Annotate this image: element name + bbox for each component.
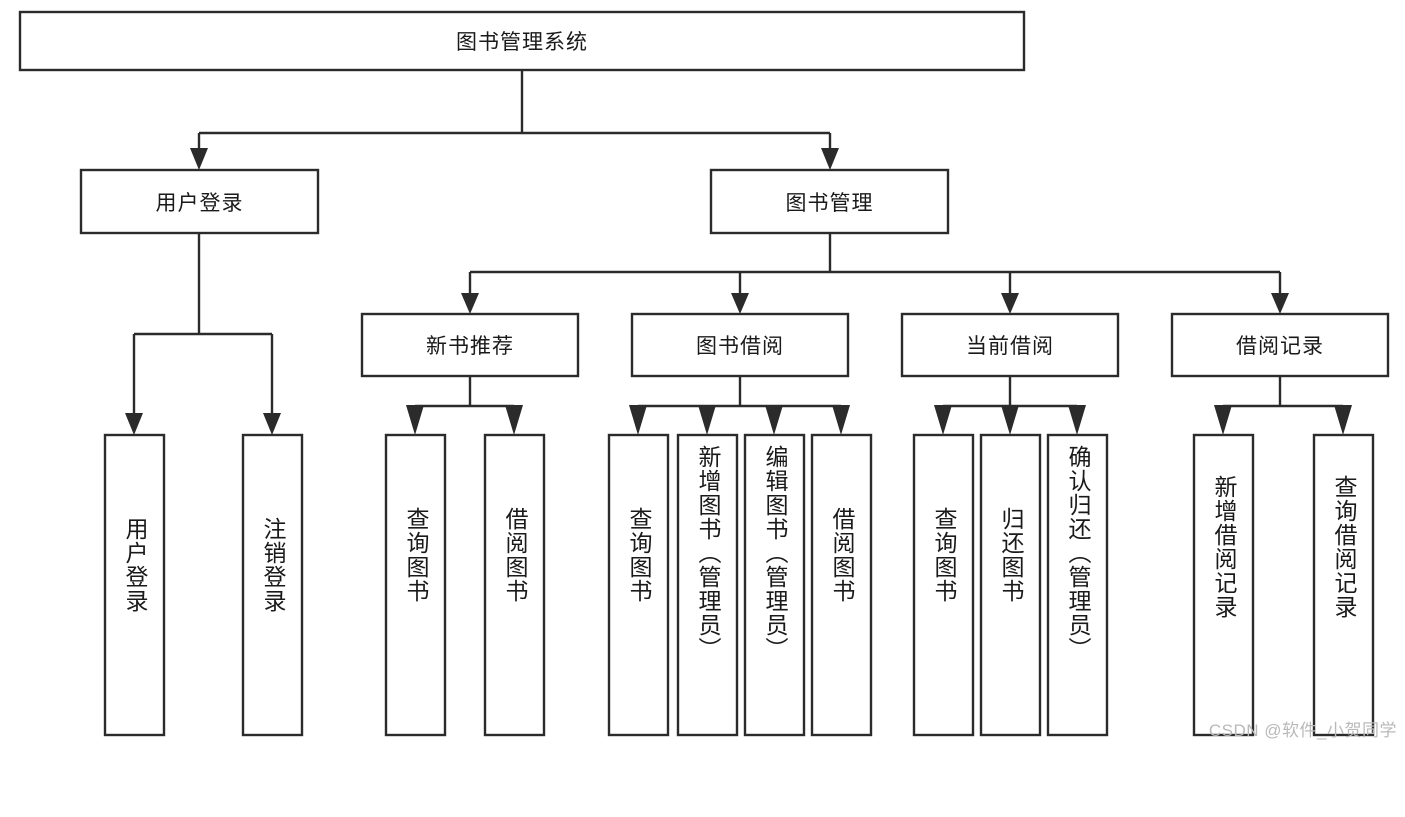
node-box-leaf-return-book[interactable] [979, 433, 1042, 737]
arrow-head-icon [1271, 293, 1289, 314]
node-box-book-manage[interactable] [709, 168, 950, 235]
node-box-leaf-add-record[interactable] [1192, 433, 1255, 737]
arrow-head-icon [765, 405, 783, 435]
arrow-head-icon [1068, 405, 1086, 435]
connector-group-new-book-recommend [406, 376, 523, 435]
arrow-head-icon [821, 148, 839, 170]
node-box-current-borrow[interactable] [900, 312, 1120, 378]
org-tree-svg [18, 10, 1390, 737]
arrow-head-icon [698, 405, 716, 435]
node-box-leaf-query-book-rec[interactable] [384, 433, 447, 737]
connector-group-borrow-record [1214, 376, 1352, 435]
arrow-head-icon [1214, 405, 1232, 435]
node-box-new-book-recommend[interactable] [360, 312, 580, 378]
connector-group-book-borrow [629, 376, 850, 435]
node-box-leaf-query-book-cur[interactable] [912, 433, 975, 737]
node-box-borrow-record[interactable] [1170, 312, 1390, 378]
arrow-head-icon [1001, 293, 1019, 314]
arrow-head-icon [406, 405, 424, 435]
node-box-leaf-confirm-return[interactable] [1046, 433, 1109, 737]
node-box-leaf-borrow-book-rec[interactable] [483, 433, 546, 737]
node-box-leaf-query-record[interactable] [1312, 433, 1375, 737]
arrow-head-icon [629, 405, 647, 435]
diagram-canvas: 图书管理系统 用户登录 图书管理 新书推荐 图书借阅 当前借阅 借阅记录 用户登… [18, 10, 1396, 740]
arrow-head-icon [263, 413, 281, 435]
node-box-leaf-user-logout[interactable] [241, 433, 304, 737]
node-box-root[interactable] [18, 10, 1026, 72]
node-box-leaf-edit-book[interactable] [743, 433, 806, 737]
node-box-leaf-user-login[interactable] [103, 433, 166, 737]
arrow-head-icon [190, 148, 208, 170]
connector-group-book-manage [461, 233, 1289, 314]
connector-group-root [190, 70, 839, 170]
node-box-leaf-add-book[interactable] [676, 433, 739, 737]
arrow-head-icon [125, 413, 143, 435]
arrow-head-icon [1334, 405, 1352, 435]
connector-group-user-login [125, 233, 281, 435]
node-box-leaf-borrow-book-bor[interactable] [810, 433, 873, 737]
node-box-leaf-query-book-bor[interactable] [607, 433, 670, 737]
node-box-book-borrow[interactable] [630, 312, 850, 378]
arrow-head-icon [505, 405, 523, 435]
arrow-head-icon [934, 405, 952, 435]
connector-group-current-borrow [934, 376, 1086, 435]
arrow-head-icon [832, 405, 850, 435]
node-box-user-login[interactable] [79, 168, 320, 235]
arrow-head-icon [731, 293, 749, 314]
arrow-head-icon [1001, 405, 1019, 435]
arrow-head-icon [461, 293, 479, 314]
